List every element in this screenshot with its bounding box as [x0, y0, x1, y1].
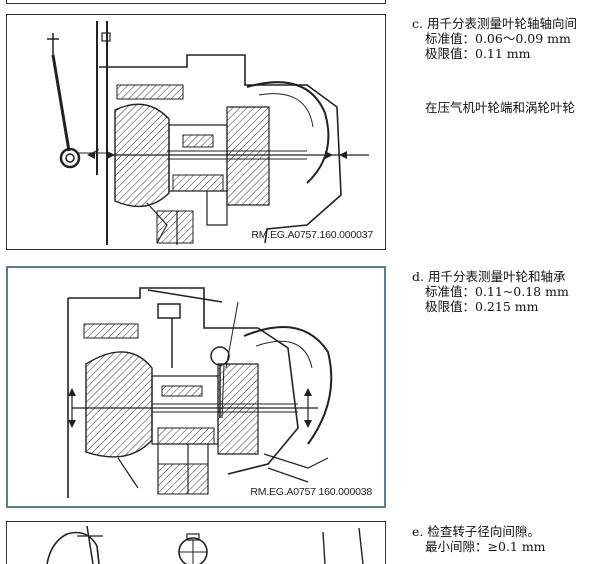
figure-axial-clearance: RM.EG.A0757.160.000037	[6, 14, 386, 250]
section-c-limit-value: 极限值：0.11 mm	[425, 46, 531, 61]
turbocharger-radial-diagram	[67, 287, 333, 498]
section-d-limit-value: 极限值：0.215 mm	[425, 299, 539, 314]
figure-radial-clearance: RM.EG.A0757 160.000038	[6, 266, 386, 508]
section-c-note: 在压气机叶轮端和涡轮叶轮	[412, 100, 604, 115]
previous-figure-frame	[6, 0, 386, 4]
section-c-note-text: 在压气机叶轮端和涡轮叶轮	[425, 100, 576, 115]
rotor-check-diagram	[46, 525, 364, 564]
figure-caption: RM.EG.A0757 160.000038	[250, 486, 372, 498]
figure-rotor-radial-check	[6, 521, 386, 564]
figure-caption: RM.EG.A0757.160.000037	[251, 229, 373, 241]
section-c-heading: c. 用千分表测量叶轮轴轴向间	[412, 16, 577, 31]
section-c-standard-value: 标准值：0.06～0.09 mm	[425, 31, 571, 46]
section-d-standard-value: 标准值：0.11~0.18 mm	[425, 284, 569, 299]
section-d-heading: d. 用千分表测量叶轮和轴承	[412, 269, 566, 284]
section-d-text: d. 用千分表测量叶轮和轴承 标准值：0.11~0.18 mm 极限值：0.21…	[412, 269, 604, 314]
section-e-heading: e. 检查转子径向间隙。	[412, 524, 540, 539]
section-e-minimum-value: 最小间隙：≥0.1 mm	[425, 539, 546, 554]
section-e-text: e. 检查转子径向间隙。 最小间隙：≥0.1 mm	[412, 524, 604, 554]
turbocharger-axial-diagram	[47, 21, 369, 245]
section-c-text: c. 用千分表测量叶轮轴轴向间 标准值：0.06～0.09 mm 极限值：0.1…	[412, 16, 604, 61]
